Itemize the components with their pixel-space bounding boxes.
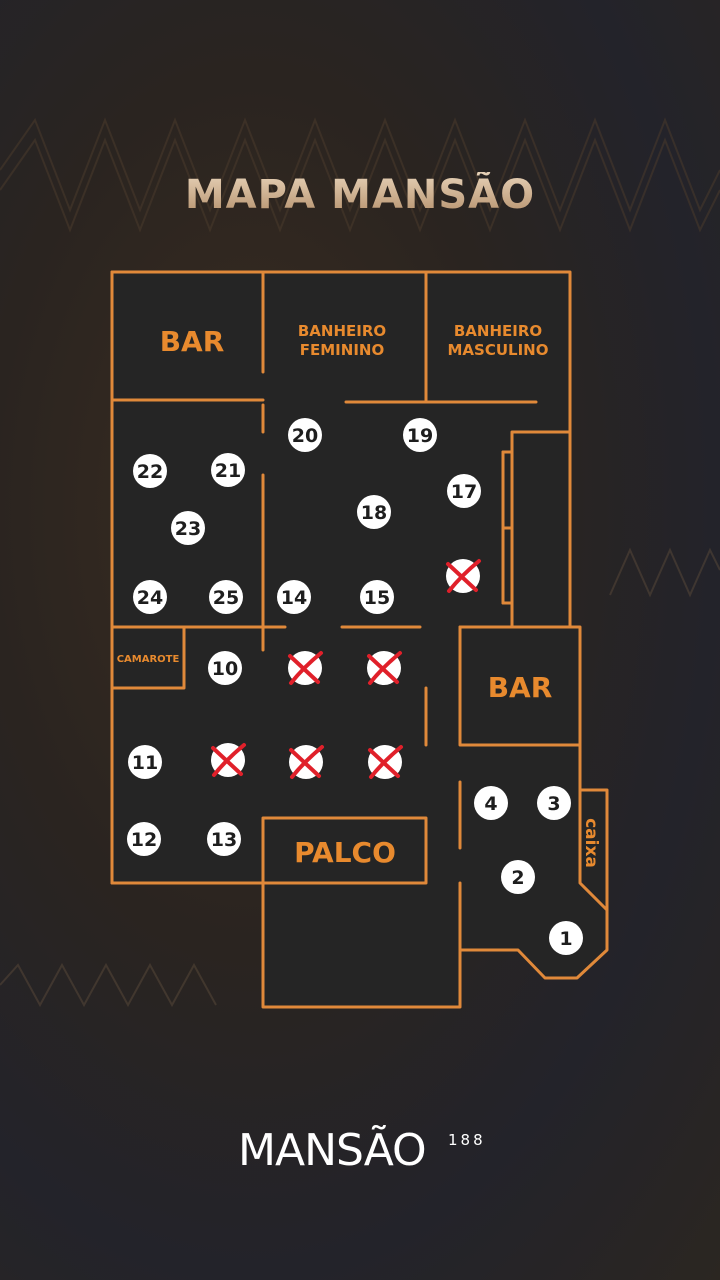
seat-taken[interactable]: [368, 745, 403, 779]
seat-number: 13: [211, 829, 237, 851]
bar-right-label: BAR: [488, 671, 553, 704]
seat-number: 11: [132, 752, 158, 774]
seat-circle: [360, 580, 394, 614]
seat-21[interactable]: 21: [211, 453, 245, 487]
seat-number: 4: [484, 793, 497, 815]
seat-20[interactable]: 20: [288, 418, 322, 452]
stage-label: PALCO: [294, 836, 396, 869]
seat-3[interactable]: 3: [537, 786, 571, 820]
seat-number: 1: [559, 928, 572, 950]
seat-circle: [207, 822, 241, 856]
seat-circle: [474, 786, 508, 820]
map-walls: [110, 270, 609, 1009]
taken-x-icon: [289, 745, 324, 779]
taken-x-icon: [446, 559, 481, 593]
seat-circle: [357, 495, 391, 529]
seat-19[interactable]: 19: [403, 418, 437, 452]
seat-number: 25: [213, 587, 239, 609]
seat-circle: [211, 453, 245, 487]
seat-number: 12: [131, 829, 157, 851]
seat-taken[interactable]: [446, 559, 481, 593]
seat-13[interactable]: 13: [207, 822, 241, 856]
seat-circle: [171, 511, 205, 545]
camarote-label: CAMAROTE: [117, 654, 180, 665]
map-floor: [112, 272, 607, 1007]
seat-12[interactable]: 12: [127, 822, 161, 856]
seat-circle: [133, 580, 167, 614]
seat-number: 22: [137, 461, 163, 483]
bathroom-female-label-line2: FEMININO: [300, 341, 384, 359]
bathroom-male-label-line2: MASCULINO: [448, 341, 549, 359]
bar-top-label: BAR: [160, 325, 225, 358]
brand-logo: MANSÃO: [238, 1125, 427, 1176]
seat-number: 18: [361, 502, 387, 524]
seat-22[interactable]: 22: [133, 454, 167, 488]
seat-number: 2: [511, 867, 524, 889]
seat-18[interactable]: 18: [357, 495, 391, 529]
seat-15[interactable]: 15: [360, 580, 394, 614]
seat-circle: [288, 418, 322, 452]
seat-circle: [209, 580, 243, 614]
seat-14[interactable]: 14: [277, 580, 311, 614]
bathroom-female-label-line1: BANHEIRO: [298, 322, 386, 340]
seat-number: 23: [175, 518, 201, 540]
seat-taken[interactable]: [289, 745, 324, 779]
seat-circle: [128, 745, 162, 779]
seat-circle: [537, 786, 571, 820]
seat-circle: [277, 580, 311, 614]
seat-circle: [133, 454, 167, 488]
seat-25[interactable]: 25: [209, 580, 243, 614]
seat-11[interactable]: 11: [128, 745, 162, 779]
seat-number: 17: [451, 481, 477, 503]
seat-taken[interactable]: [288, 651, 323, 685]
seat-circle: [447, 474, 481, 508]
seat-number: 24: [137, 587, 163, 609]
seat-circle: [208, 651, 242, 685]
seat-circle: [127, 822, 161, 856]
bathroom-male-label-line1: BANHEIRO: [454, 322, 542, 340]
page-title: MAPA MANSÃO: [0, 172, 720, 218]
seat-circle: [403, 418, 437, 452]
seat-circle: [549, 921, 583, 955]
seat-10[interactable]: 10: [208, 651, 242, 685]
seat-number: 20: [292, 425, 318, 447]
seat-taken[interactable]: [211, 743, 246, 777]
taken-x-icon: [367, 651, 402, 685]
seat-number: 15: [364, 587, 390, 609]
taken-x-icon: [288, 651, 323, 685]
taken-x-icon: [211, 743, 246, 777]
seat-4[interactable]: 4: [474, 786, 508, 820]
seat-number: 19: [407, 425, 433, 447]
seat-23[interactable]: 23: [171, 511, 205, 545]
seat-number: 14: [281, 587, 307, 609]
seat-17[interactable]: 17: [447, 474, 481, 508]
seat-number: 3: [547, 793, 560, 815]
taken-x-icon: [368, 745, 403, 779]
seat-24[interactable]: 24: [133, 580, 167, 614]
seat-1[interactable]: 1: [549, 921, 583, 955]
seat-taken[interactable]: [367, 651, 402, 685]
brand-logo-suffix: 188: [448, 1131, 486, 1149]
cashier-label: caixa: [581, 818, 601, 868]
seat-circle: [501, 860, 535, 894]
seat-2[interactable]: 2: [501, 860, 535, 894]
seat-number: 21: [215, 460, 241, 482]
seat-number: 10: [212, 658, 238, 680]
